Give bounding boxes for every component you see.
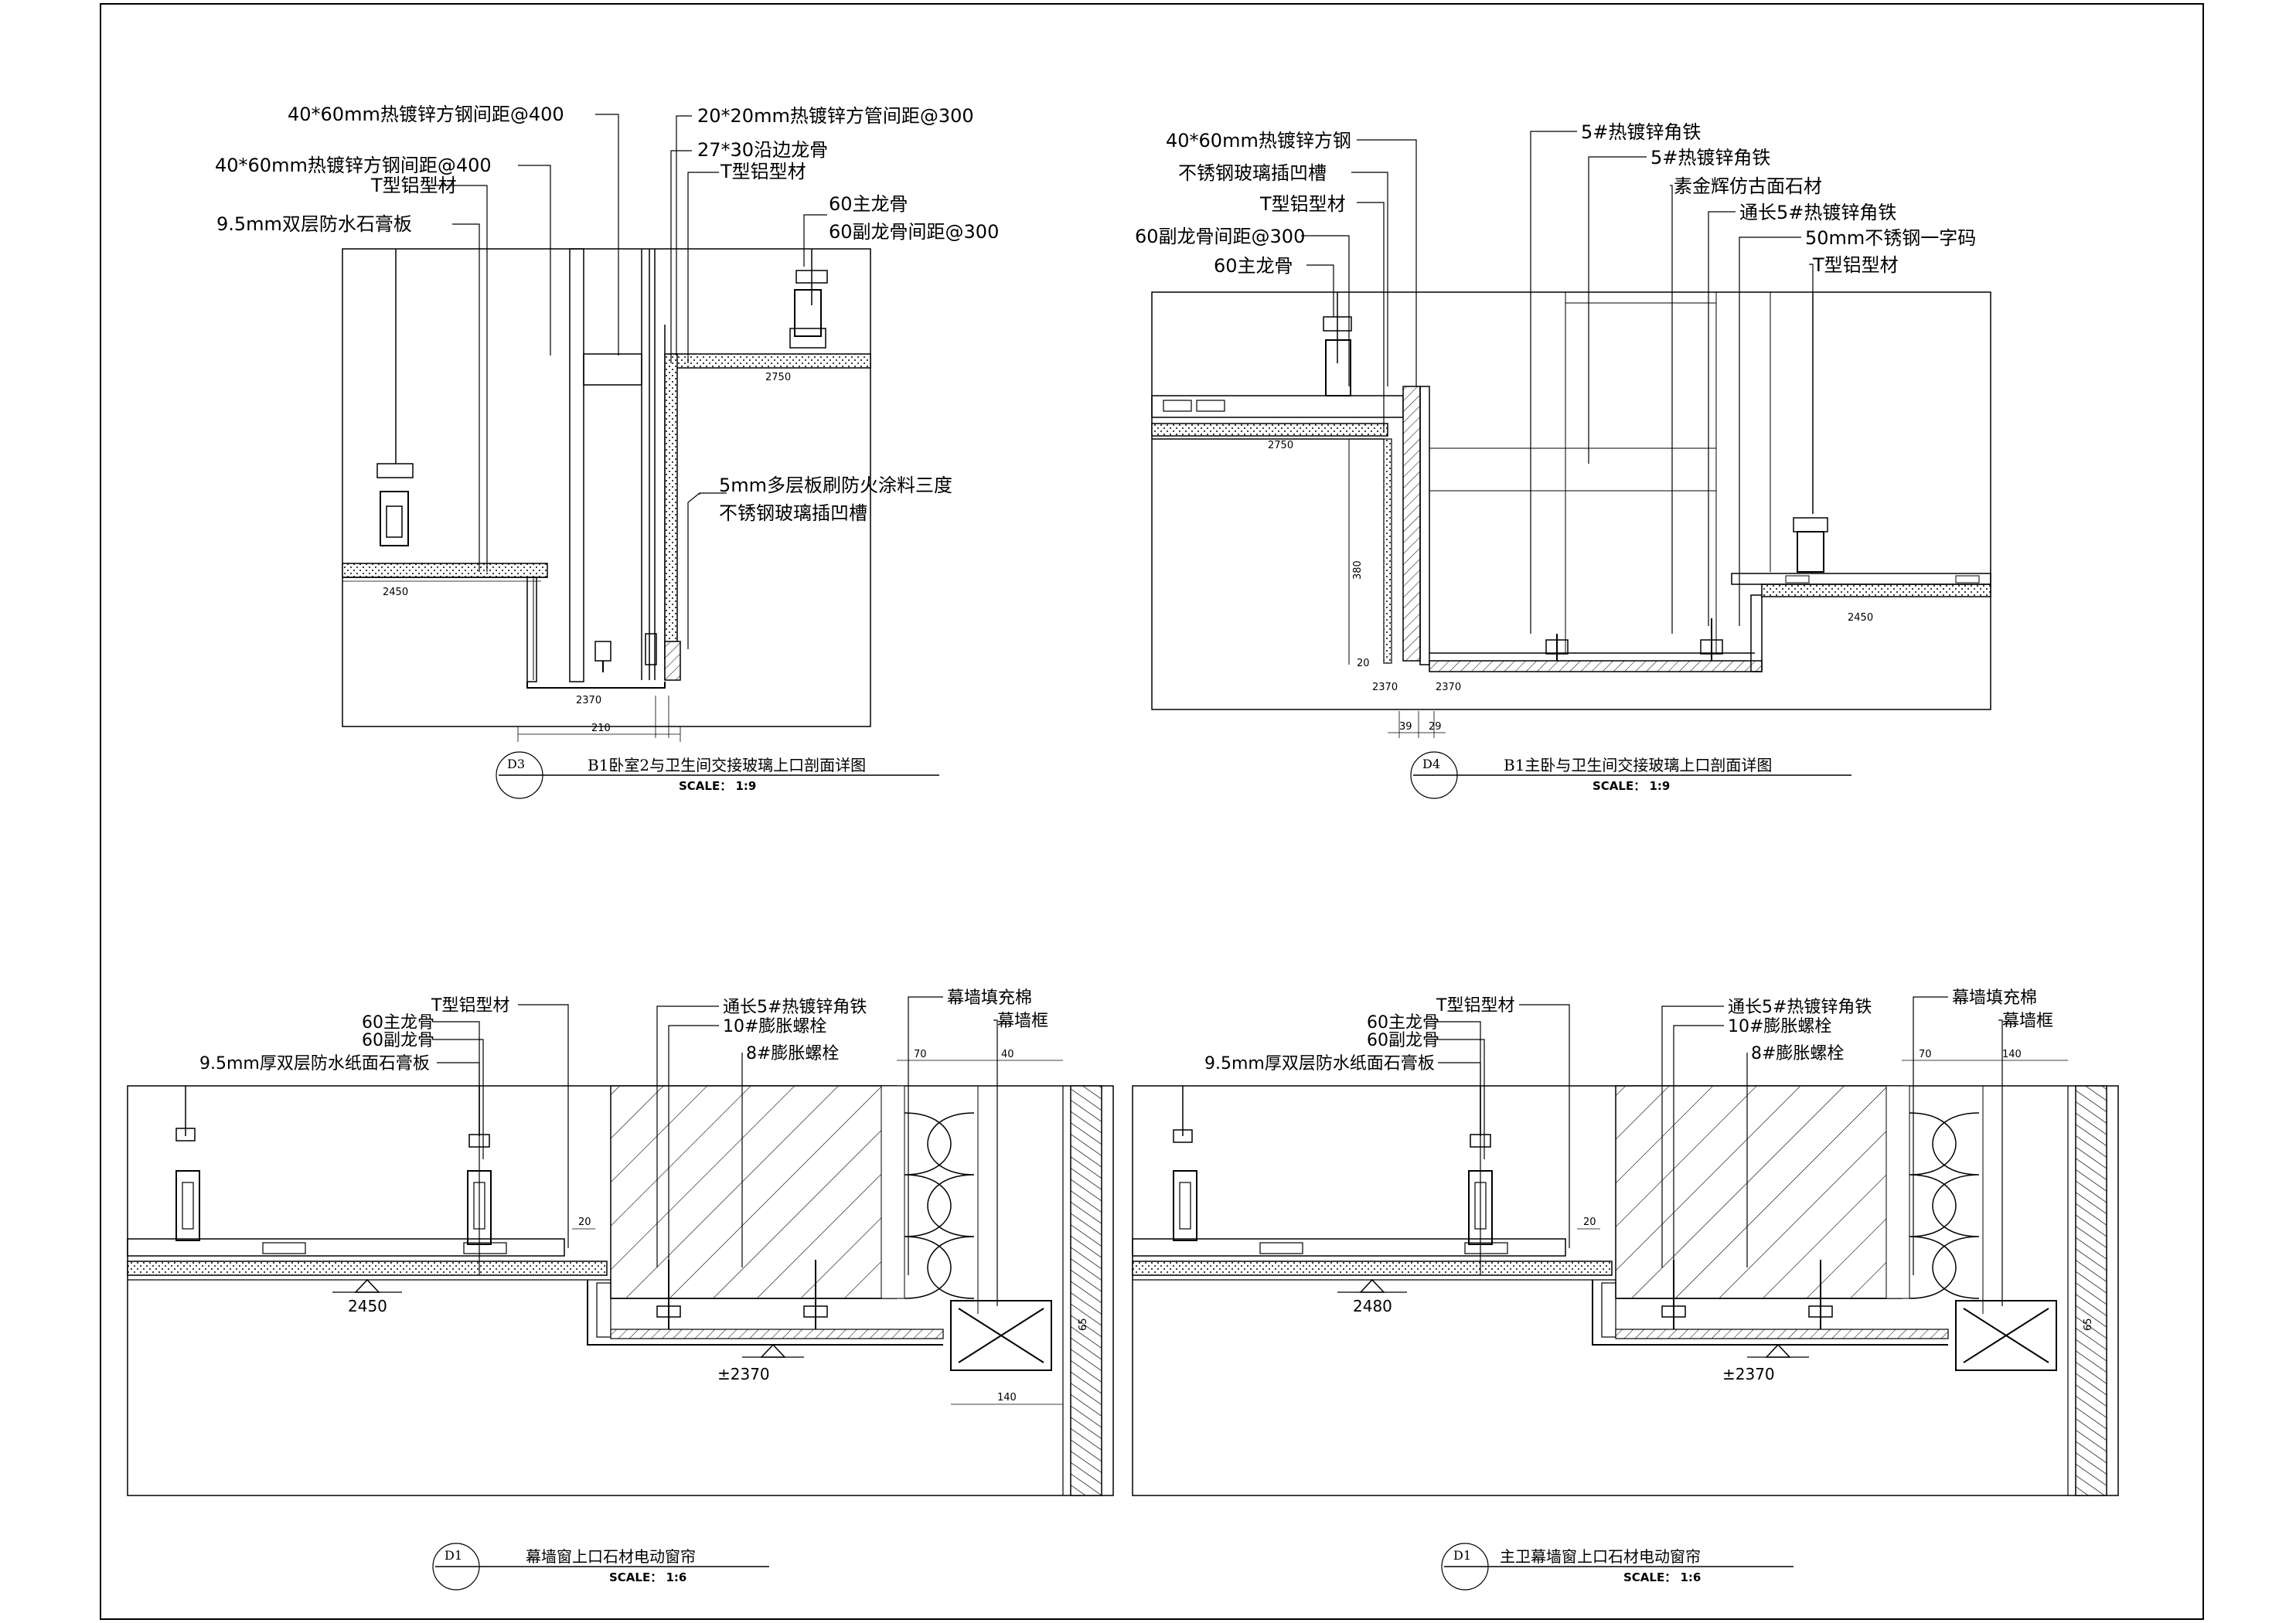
d3-tag: D3 [507, 757, 525, 771]
d4-dim-2370-b: 2370 [1436, 682, 1461, 693]
d1r-scale: SCALE： 1:6 [1623, 1570, 1701, 1584]
d4-dim-2750: 2750 [1268, 440, 1293, 451]
d4-label-angle-1: 5#热镀锌角铁 [1581, 121, 1701, 143]
d4-ceiling-board-right [1761, 584, 1991, 597]
d3-ceiling-board-right [670, 353, 871, 369]
d1l-label-fill: 幕墙填充棉 [947, 988, 1032, 1008]
d4-stone-panel [1402, 386, 1421, 662]
d1l-dim-20: 20 [578, 1216, 591, 1228]
d4-label-steel-code: 50mm不锈钢一字码 [1805, 227, 1976, 249]
d1r-dim-20: 20 [1583, 1216, 1596, 1228]
d1l-title: 幕墙窗上口石材电动窗帘 [526, 1547, 696, 1566]
d1l-label-long-angle: 通长5#热镀锌角铁 [723, 998, 867, 1017]
d3-label-square-tube: 20*20mm热镀锌方管间距@300 [697, 105, 974, 127]
d4-title: B1主卧与卫生间交接玻璃上口剖面详图 [1504, 756, 1772, 774]
d4-frame [1151, 291, 1991, 710]
d1r-label-gypsum: 9.5mm厚双层防水纸面石膏板 [1204, 1054, 1435, 1073]
d1r-label-bolt-8: 8#膨胀螺栓 [1751, 1044, 1844, 1063]
d4-label-glass-groove: 不锈钢玻璃插凹槽 [1178, 162, 1327, 184]
d1r-label-long-angle: 通长5#热镀锌角铁 [1728, 998, 1872, 1017]
d4-label-sub-keel: 60副龙骨间距@300 [1135, 226, 1305, 247]
d1r-dim-65: 65 [2083, 1318, 2094, 1331]
d4-dim-20: 20 [1357, 658, 1370, 669]
d1r-concrete-beam [1615, 1085, 1903, 1299]
d4-label-square-steel: 40*60mm热镀锌方钢 [1166, 130, 1351, 151]
d3-label-glass-groove: 不锈钢玻璃插凹槽 [719, 502, 867, 524]
d4-label-main-keel: 60主龙骨 [1214, 255, 1293, 277]
d1l-dim-2370: ±2370 [717, 1365, 770, 1383]
d1r-label-frame: 幕墙框 [2002, 1012, 2053, 1031]
d1r-ceiling-board [1132, 1261, 1613, 1276]
d1r-curtain-frame [1955, 1300, 2057, 1371]
d3-label-multilayer: 5mm多层板刷防火涂料三度 [719, 475, 952, 496]
d4-label-t-aluminum: T型铝型材 [1259, 193, 1346, 215]
d1l-dim-70: 70 [914, 1049, 927, 1060]
d1r-label-bolt-10: 10#膨胀螺栓 [1728, 1017, 1831, 1036]
d3-dim-2450: 2450 [383, 587, 408, 598]
d3-label-t-aluminum-2: T型铝型材 [720, 161, 806, 182]
sheet-border [100, 3, 2204, 1620]
d1l-label-gypsum: 9.5mm厚双层防水纸面石膏板 [199, 1054, 430, 1073]
d3-label-t-aluminum: T型铝型材 [370, 175, 457, 196]
d1l-label-main-keel: 60主龙骨 [362, 1013, 434, 1033]
d4-scale: SCALE： 1:9 [1593, 779, 1670, 793]
d1l-concrete-beam [610, 1085, 898, 1299]
d3-label-steel-top: 40*60mm热镀锌方钢间距@400 [288, 104, 564, 125]
d4-dim-39: 39 [1399, 721, 1412, 733]
d3-frame [342, 248, 871, 727]
d4-label-stone: 素金辉仿古面石材 [1674, 175, 1822, 197]
d4-label-angle-2: 5#热镀锌角铁 [1650, 147, 1770, 168]
d3-scale: SCALE： 1:9 [679, 779, 756, 793]
detail-d4: 2750 380 2450 2370 2370 20 39 29 40*60mm… [1135, 121, 1991, 799]
d1l-label-t-aluminum: T型铝型材 [431, 996, 509, 1016]
d1l-label-sub-keel: 60副龙骨 [362, 1031, 434, 1050]
d3-multilayer-board [664, 353, 678, 660]
d1r-dim-140: 140 [2002, 1049, 2022, 1060]
d1l-curtain-frame [950, 1300, 1052, 1371]
d1l-dim-40: 40 [1001, 1049, 1014, 1060]
detail-d3: 2450 2750 2370 210 40*60mm热镀锌方钢间距@400 40… [215, 104, 999, 799]
d4-tag: D4 [1422, 757, 1440, 771]
d1r-label-main-keel: 60主龙骨 [1367, 1013, 1439, 1033]
d1l-label-bolt-10: 10#膨胀螺栓 [723, 1017, 826, 1036]
d3-dim-2370: 2370 [576, 695, 601, 706]
d1r-title: 主卫幕墙窗上口石材电动窗帘 [1500, 1547, 1701, 1566]
d1l-scale: SCALE： 1:6 [609, 1570, 686, 1584]
d1l-dim-65: 65 [1078, 1318, 1089, 1331]
d1r-label-t-aluminum: T型铝型材 [1436, 996, 1514, 1016]
d1l-dim-2450: 2450 [348, 1297, 387, 1315]
d4-label-t-aluminum-2: T型铝型材 [1812, 254, 1899, 276]
d1r-dim-2370: ±2370 [1722, 1365, 1775, 1383]
d3-label-sub-keel: 60副龙骨间距@300 [829, 221, 999, 243]
d4-dim-2370-a: 2370 [1372, 682, 1398, 693]
d3-label-edge-keel: 27*30沿边龙骨 [697, 139, 828, 161]
d3-label-steel-2: 40*60mm热镀锌方钢间距@400 [215, 155, 492, 176]
detail-d1-left: 2450 ±2370 70 40 20 140 65 T型铝型材 60主龙骨 6… [127, 988, 1114, 1591]
detail-d1-right: 2480 ±2370 70 140 20 65 T型铝型材 60主龙骨 60副龙… [1132, 988, 2119, 1591]
d3-dim-2750: 2750 [765, 372, 791, 383]
d3-title: B1卧室2与卫生间交接玻璃上口剖面详图 [588, 756, 866, 774]
d1l-label-frame: 幕墙框 [997, 1012, 1048, 1031]
d1l-ceiling-board [127, 1261, 608, 1276]
d1l-label-bolt-8: 8#膨胀螺栓 [746, 1044, 839, 1063]
d3-ceiling-board-left [342, 563, 548, 578]
d1r-dim-2480: 2480 [1353, 1297, 1392, 1315]
d4-dim-380: 380 [1352, 560, 1364, 580]
d1l-tag: D1 [445, 1548, 462, 1563]
d1r-label-sub-keel: 60副龙骨 [1367, 1031, 1439, 1050]
d1r-tag: D1 [1453, 1548, 1471, 1563]
d3-label-gypsum: 9.5mm双层防水石膏板 [216, 213, 412, 235]
d4-ceiling-board-left [1151, 423, 1388, 437]
d4-dim-29: 29 [1429, 721, 1442, 733]
d1r-dim-70: 70 [1919, 1049, 1932, 1060]
d3-dim-210: 210 [591, 723, 611, 734]
d1l-dim-140: 140 [997, 1392, 1017, 1404]
d4-dim-2450: 2450 [1848, 612, 1873, 624]
d1r-label-fill: 幕墙填充棉 [1952, 988, 2037, 1008]
d3-label-main-keel: 60主龙骨 [829, 193, 908, 215]
d4-label-long-angle: 通长5#热镀锌角铁 [1739, 202, 1896, 223]
